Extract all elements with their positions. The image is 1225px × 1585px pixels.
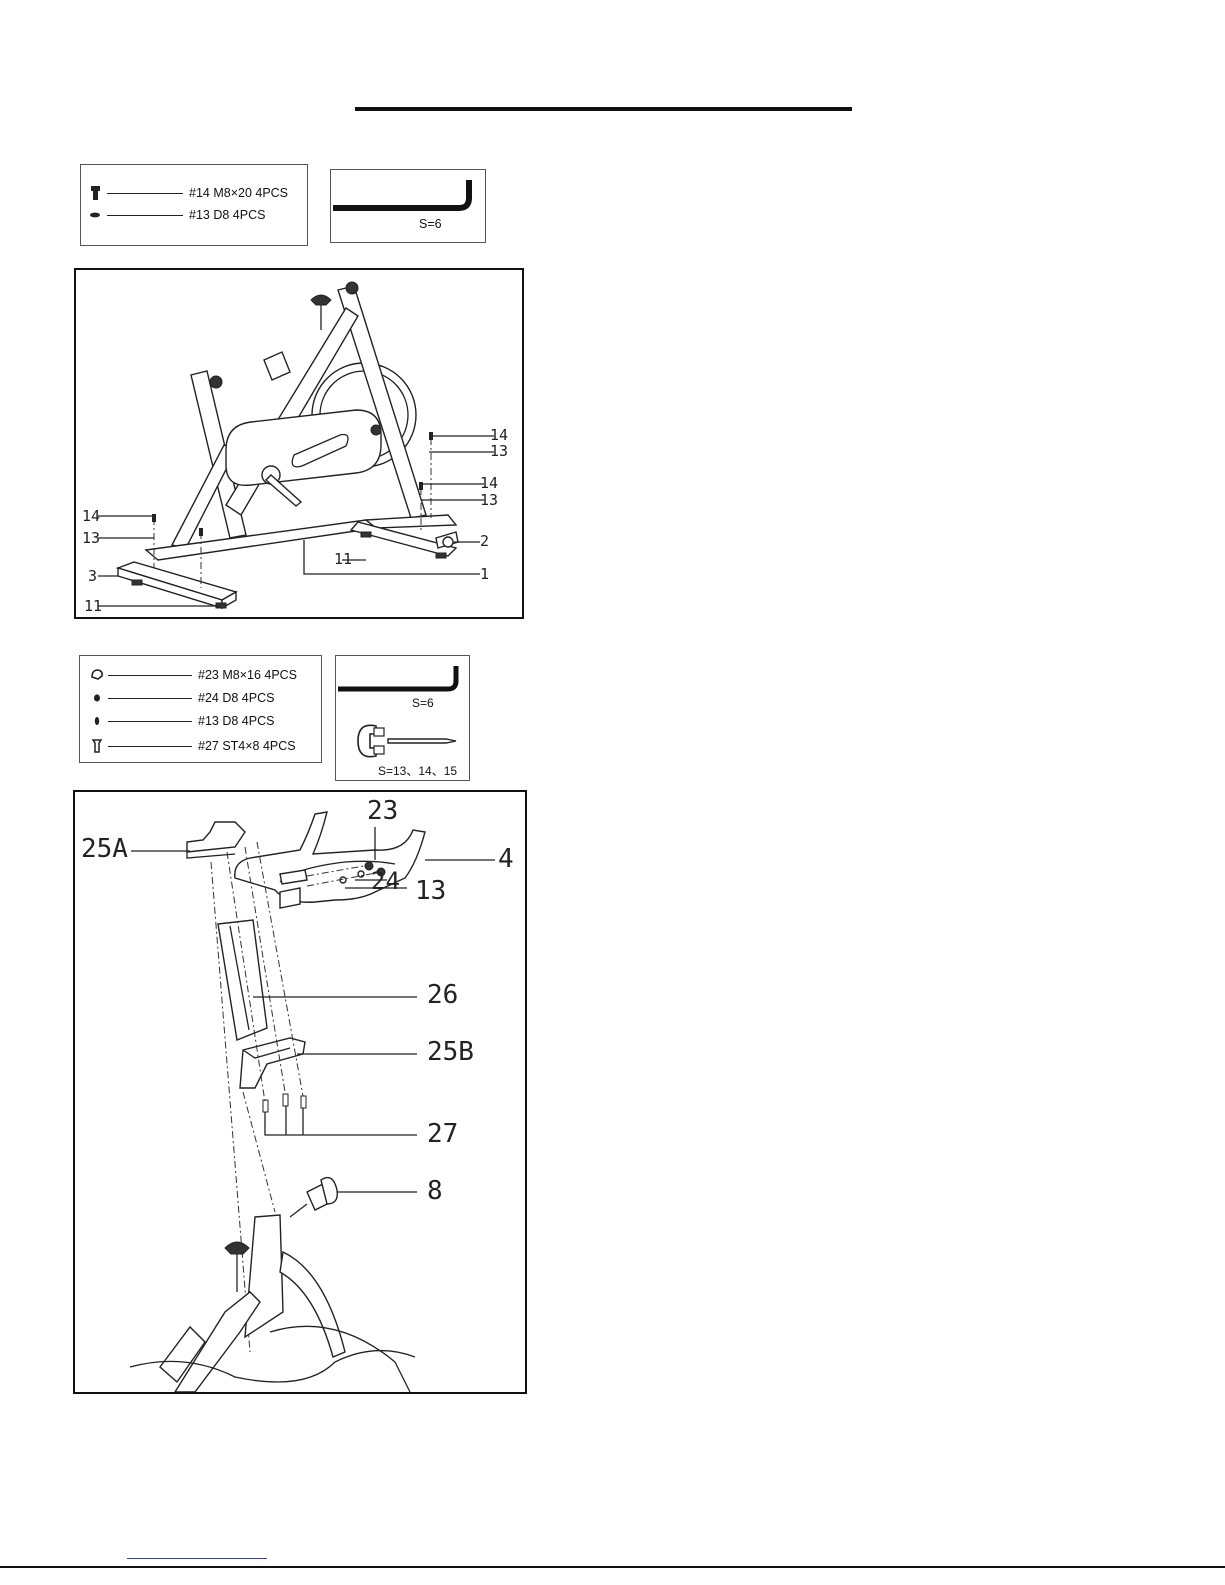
handlebar-drawing	[75, 792, 525, 1392]
allen-key-size: S=6	[419, 217, 442, 231]
callout-14: 14	[480, 474, 498, 492]
allen-key-icon	[338, 666, 456, 689]
callout-13: 13	[82, 529, 100, 547]
frame-assembly-diagram: 14 13 14 13 2 11 1 14 13 3 11	[74, 268, 524, 619]
callout-4: 4	[498, 844, 514, 874]
hardware-list-step2: #23 M8×16 4PCS #24 D8 4PCS #13 D8 4PCS #…	[79, 655, 322, 763]
callout-13: 13	[415, 876, 446, 906]
footer-rule	[0, 1566, 1225, 1568]
callout-27: 27	[427, 1119, 458, 1149]
callout-25a: 25A	[81, 834, 128, 864]
allen-key-icon	[331, 170, 487, 244]
callout-1: 1	[480, 565, 489, 583]
hardware-item-text: #24 D8 4PCS	[198, 691, 274, 705]
bolt-icon	[89, 185, 103, 201]
wrench-icon	[358, 725, 456, 756]
washer-icon	[89, 207, 103, 223]
screw-icon	[90, 738, 104, 754]
hardware-item-text: #23 M8×16 4PCS	[198, 668, 297, 682]
wrench-sizes: S=13、14、15	[378, 762, 457, 779]
hardware-item: #14 M8×20 4PCS	[81, 183, 288, 203]
callout-25b: 25B	[427, 1037, 474, 1067]
hardware-item-text: #13 D8 4PCS	[198, 714, 274, 728]
allen-key-size: S=6	[412, 696, 434, 710]
callout-11: 11	[84, 597, 102, 615]
hardware-item: #27 ST4×8 4PCS	[80, 736, 296, 756]
callout-13: 13	[480, 491, 498, 509]
hardware-item: #24 D8 4PCS	[80, 688, 274, 708]
bike-frame-drawing	[76, 270, 522, 617]
callout-2: 2	[480, 532, 489, 550]
washer-icon	[90, 690, 104, 706]
hardware-item-text: #13 D8 4PCS	[189, 208, 265, 222]
callout-26: 26	[427, 980, 458, 1010]
callout-13: 13	[490, 442, 508, 460]
hardware-list-step1: #14 M8×20 4PCS #13 D8 4PCS	[80, 164, 308, 246]
callout-23: 23	[367, 796, 398, 826]
hardware-item: #23 M8×16 4PCS	[80, 665, 297, 685]
hardware-item: #13 D8 4PCS	[81, 205, 265, 225]
callout-11: 11	[334, 550, 352, 568]
hardware-item-text: #27 ST4×8 4PCS	[198, 739, 296, 753]
washer-icon	[90, 713, 104, 729]
handlebar-assembly-diagram: 25A 23 4 24 13 26 25B 27 8	[73, 790, 527, 1394]
callout-24: 24	[371, 867, 400, 895]
nut-icon	[90, 667, 104, 683]
callout-3: 3	[88, 567, 97, 585]
callout-14: 14	[82, 507, 100, 525]
title-rule	[355, 107, 852, 111]
callout-8: 8	[427, 1176, 443, 1206]
tool-box-step2: S=6 S=13、14、15	[335, 655, 470, 781]
footer-link-underline[interactable]	[127, 1558, 267, 1559]
hardware-item-text: #14 M8×20 4PCS	[189, 186, 288, 200]
tool-box-step1: S=6	[330, 169, 486, 243]
hardware-item: #13 D8 4PCS	[80, 711, 274, 731]
